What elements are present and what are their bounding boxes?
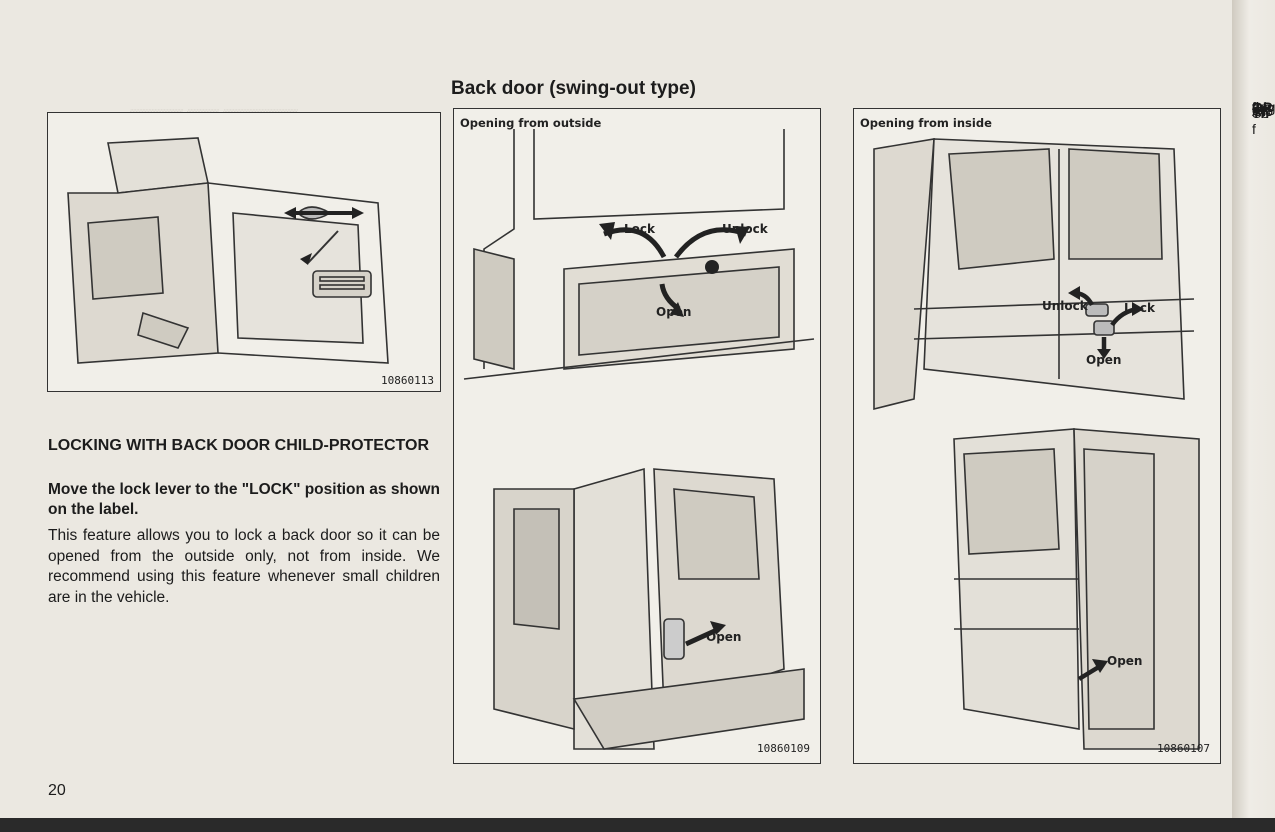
inside-figure-number: 10860107 — [1157, 742, 1210, 755]
edge-line: Clo — [1252, 103, 1274, 119]
edge-line: Th — [1252, 105, 1270, 121]
outside-unlock-label: Unlock — [722, 222, 768, 236]
edge-line: gag — [1252, 99, 1275, 115]
edge-line: tur — [1252, 99, 1269, 115]
edge-line: the — [1252, 99, 1272, 115]
edge-line: OP — [1252, 99, 1273, 115]
outside-figure: Opening from outside Lock Unlock Open Op… — [453, 108, 821, 764]
edge-line: Se — [1252, 105, 1270, 121]
edge-line: to — [1252, 99, 1264, 115]
bottom-edge-shadow — [0, 818, 1275, 832]
inside-lock-label: Lock — [1124, 301, 1155, 315]
locking-instruction: Move the lock lever to the "LOCK" positi… — [48, 481, 440, 518]
inside-open-label: Open — [1086, 353, 1122, 367]
figure-number: 10860113 — [381, 374, 434, 387]
edge-line: On — [1252, 103, 1271, 119]
inside-open-lower-label: Open — [1107, 654, 1143, 668]
edge-line: 2 f — [1252, 99, 1260, 137]
outside-lock-label: Lock — [624, 222, 655, 236]
edge-line: Aft — [1252, 103, 1270, 119]
edge-line: ful — [1252, 99, 1267, 115]
outside-open-label: Open — [656, 305, 692, 319]
child-lock-figure: 10860113 — [47, 112, 441, 392]
edge-line: pov — [1252, 99, 1275, 115]
inside-unlock-label: Unlock — [1042, 299, 1088, 313]
inside-caption: Opening from inside — [860, 116, 992, 130]
outside-figure-number: 10860109 — [757, 742, 810, 755]
outside-open-lower-label: Open — [706, 630, 742, 644]
locking-body: This feature allows you to lock a back d… — [48, 527, 440, 606]
edge-line: sec — [1252, 99, 1274, 115]
outside-caption: Opening from outside — [460, 116, 602, 130]
section-title: Back door (swing-out type) — [451, 78, 696, 99]
page-spine — [1232, 0, 1275, 832]
locking-heading: LOCKING WITH BACK DOOR CHILD-PROTECTOR — [48, 437, 430, 454]
page-number: 20 — [48, 782, 66, 799]
inside-figure: Opening from inside Unlock Lock Open Ope… — [853, 108, 1221, 764]
